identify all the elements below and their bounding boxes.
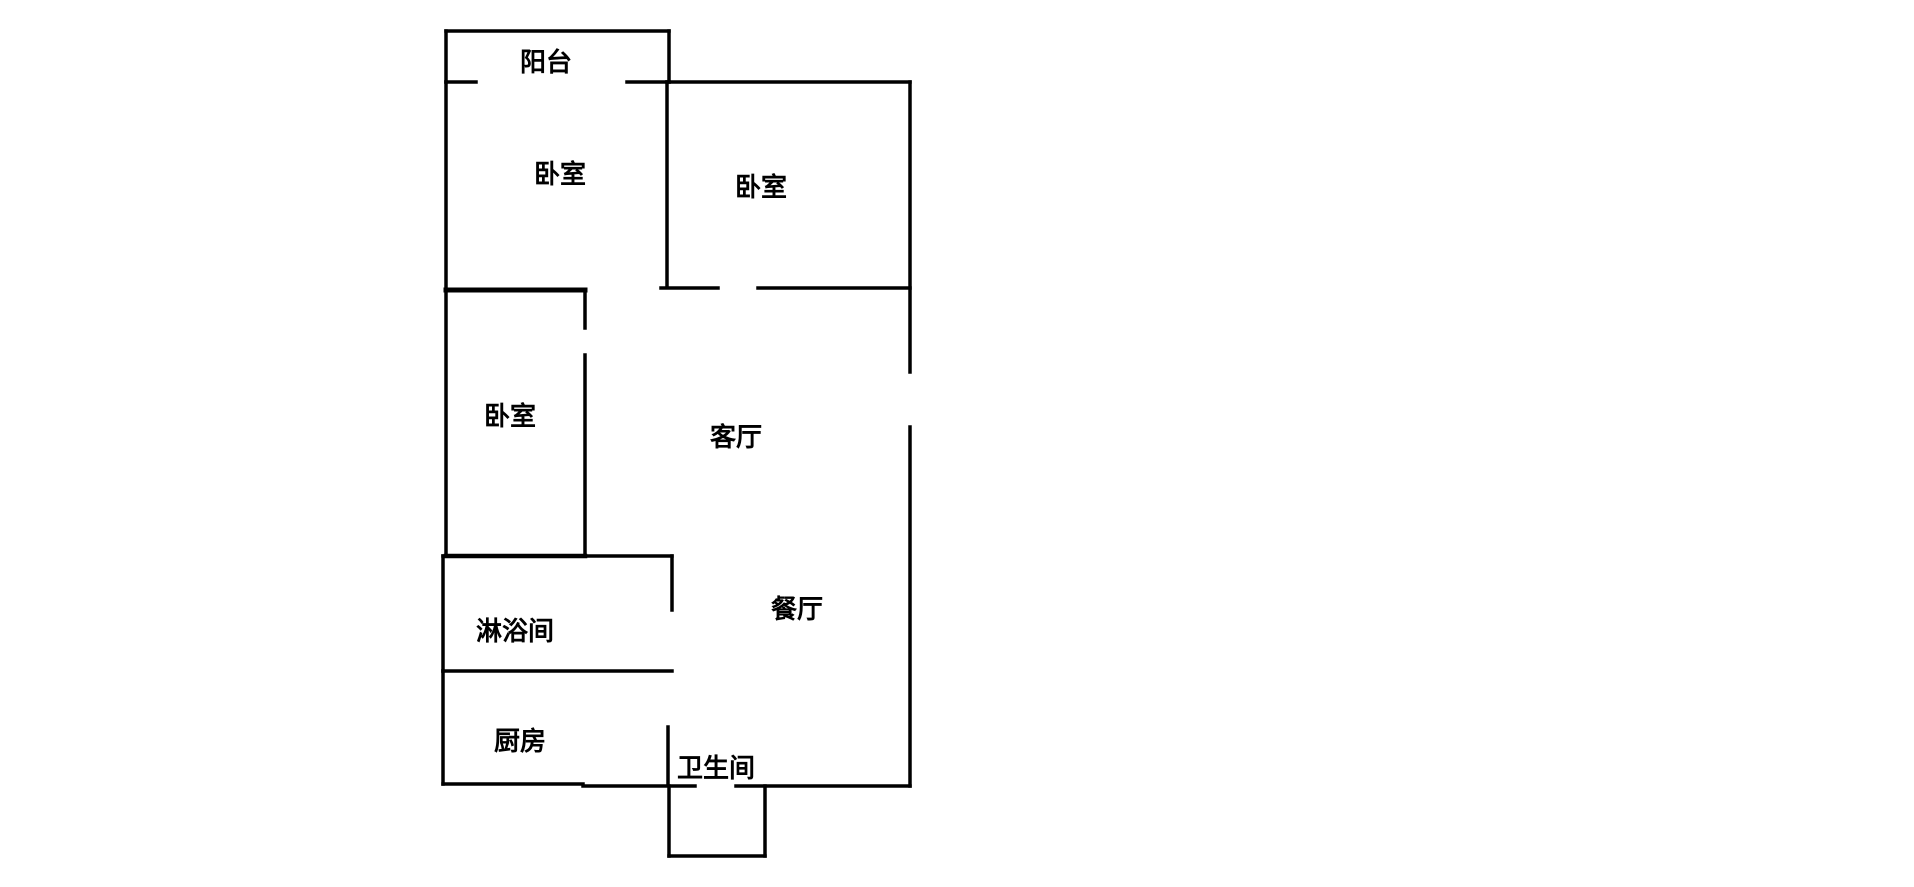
room-label-living-room: 客厅 — [710, 422, 762, 453]
room-label-shower-room: 淋浴间 — [476, 617, 554, 647]
room-label-balcony: 阳台 — [520, 47, 572, 78]
room-label-dining-room: 餐厅 — [771, 595, 823, 625]
room-label-bedroom-top-left: 卧室 — [534, 159, 586, 190]
walls — [441, 29, 912, 858]
room-label-kitchen: 厨房 — [494, 727, 546, 757]
room-label-toilet: 卫生间 — [677, 754, 755, 784]
room-label-bedroom-top-right: 卧室 — [735, 172, 787, 203]
room-labels: 阳台 卧室 卧室 卧室 客厅 餐厅 淋浴间 厨房 卫生间 — [476, 47, 823, 784]
room-label-bedroom-left: 卧室 — [484, 401, 536, 432]
